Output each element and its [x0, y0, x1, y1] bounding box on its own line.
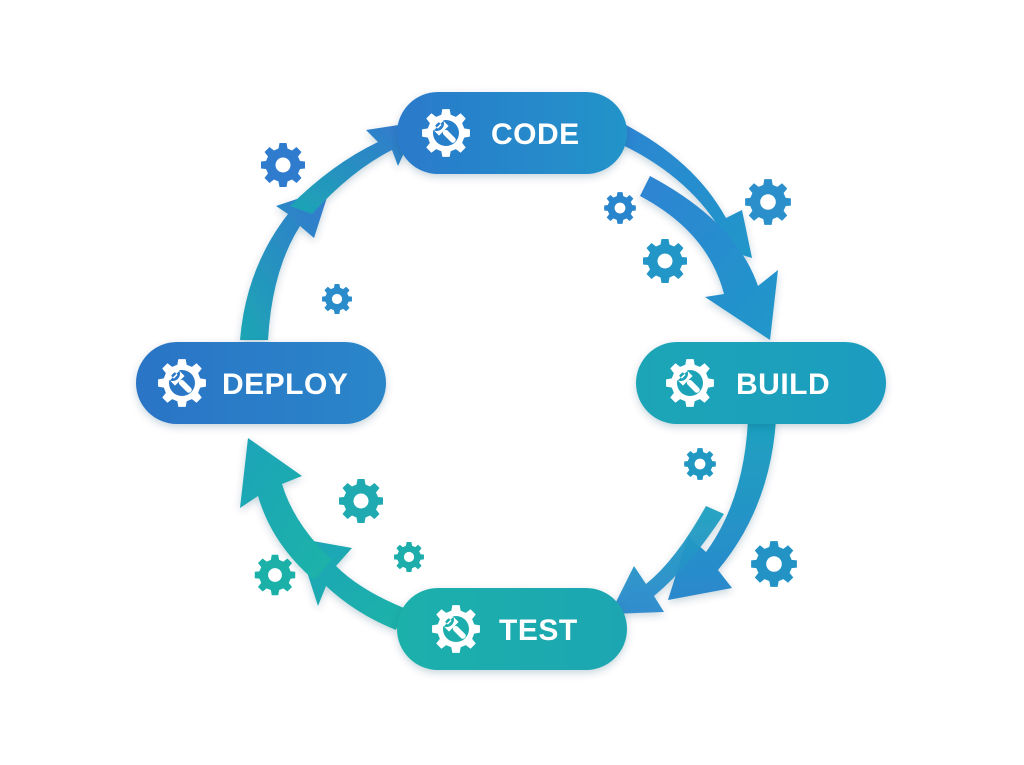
stage-deploy: DEPLOY: [136, 342, 386, 424]
gear-icon: [339, 479, 383, 523]
gear-wrench-icon: [422, 109, 470, 157]
gear-icon: [604, 192, 636, 224]
gear-icon: [254, 554, 296, 596]
arrow-code-to-build: [612, 118, 778, 340]
gear-icon: [643, 239, 687, 283]
gear-wrench-icon: [666, 359, 714, 407]
stage-deploy-pill: [136, 342, 386, 424]
stage-code: CODE: [397, 92, 627, 174]
gear-icon: [322, 284, 352, 314]
stage-build: BUILD: [636, 342, 886, 424]
gear-icon: [394, 542, 424, 572]
gear-icon: [751, 541, 797, 587]
stage-code-label: CODE: [491, 118, 580, 151]
stage-build-pill: [636, 342, 886, 424]
gear-wrench-icon: [158, 359, 206, 407]
arrow-deploy-to-code: [240, 122, 418, 340]
stage-build-label: BUILD: [736, 368, 830, 401]
gear-icon: [745, 179, 791, 225]
gear-icon: [261, 143, 305, 187]
arrow-test-to-deploy: [240, 438, 404, 630]
stage-test-label: TEST: [499, 614, 578, 647]
arrow-build-to-test: [610, 420, 776, 614]
stage-code-pill: [397, 92, 627, 174]
gear-wrench-icon: [432, 605, 480, 653]
gear-icon: [684, 448, 716, 480]
stage-test: TEST: [397, 588, 627, 670]
stage-deploy-label: DEPLOY: [222, 368, 348, 401]
